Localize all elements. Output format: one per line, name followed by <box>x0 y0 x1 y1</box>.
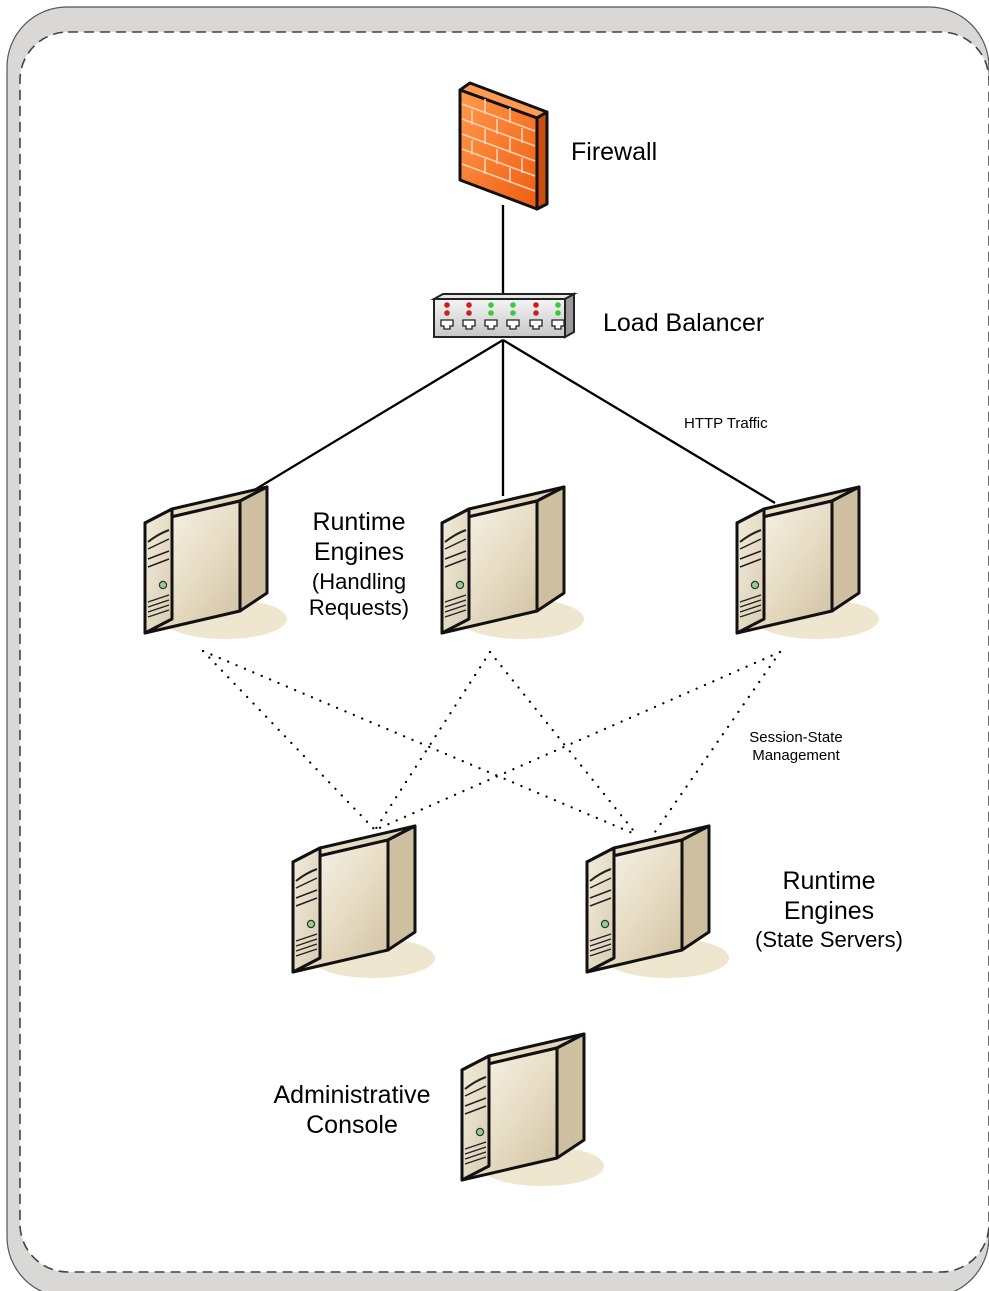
runtime-state-line2: Engines <box>783 897 875 925</box>
runtime-handling-line2: Engines <box>313 538 405 566</box>
admin-console-line2: Console <box>306 1111 398 1139</box>
runtime-handling-line4: Requests) <box>308 595 410 621</box>
session-state-line2: Management <box>752 747 840 764</box>
inner-panel <box>19 31 989 1273</box>
runtime-state-line3: (State Servers) <box>755 927 903 952</box>
load-balancer-label: Load Balancer <box>603 309 765 337</box>
runtime-engines-state-label: Runtime Engines (State Servers) <box>738 866 920 953</box>
runtime-engines-handling-label: Runtime Engines (Handling Requests) <box>288 507 430 622</box>
runtime-state-line1: Runtime <box>782 867 876 895</box>
load-balancer-icon <box>430 292 578 339</box>
firewall-icon <box>458 81 549 211</box>
runtime-handling-line1: Runtime <box>312 508 406 536</box>
administrative-console-label: Administrative Console <box>252 1080 452 1140</box>
http-traffic-links <box>240 205 776 504</box>
http-traffic-label: HTTP Traffic <box>684 415 768 432</box>
firewall-label: Firewall <box>571 138 658 166</box>
runtime-handling-line3: (Handling <box>311 569 407 594</box>
session-state-links <box>201 649 782 837</box>
session-state-line1: Session-State <box>749 729 843 746</box>
admin-console-line1: Administrative <box>273 1081 431 1109</box>
session-state-label: Session-State Management <box>722 729 870 765</box>
